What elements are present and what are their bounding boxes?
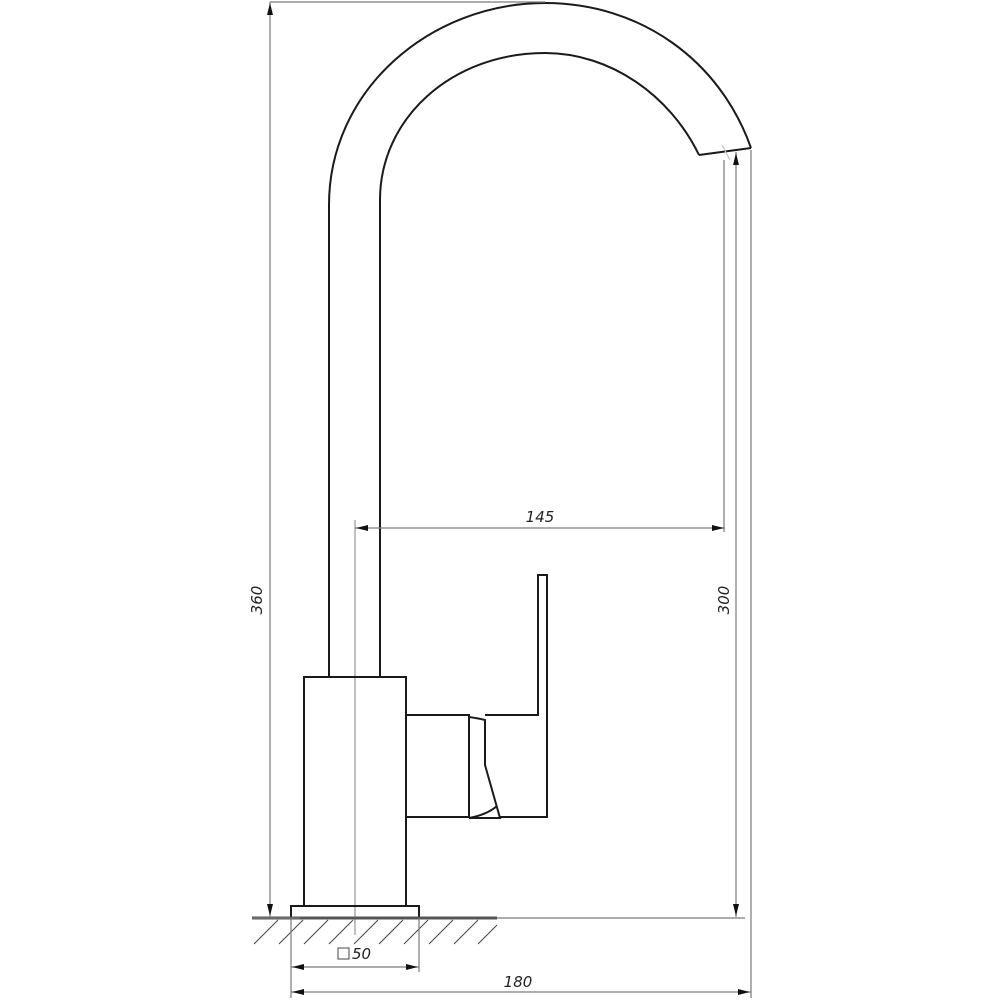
- dimension-spout-reach: 145: [355, 508, 725, 531]
- dim-label-180: 180: [504, 973, 533, 991]
- arrow-right-icon: [712, 525, 724, 531]
- dimension-base-square: 50: [290, 918, 420, 998]
- arrow-left-icon: [292, 964, 304, 970]
- dim-label-300: 300: [715, 586, 733, 615]
- dim-label-145: 145: [526, 508, 555, 526]
- dimension-overall-width: 180: [291, 973, 751, 995]
- arrow-right-icon: [406, 964, 418, 970]
- surface-hatching: [253, 919, 498, 945]
- lever-handle: [485, 574, 548, 818]
- arrow-down-icon: [733, 904, 739, 916]
- square-symbol-icon: [337, 947, 350, 960]
- cartridge-collar: [468, 716, 502, 819]
- dimension-outlet-height: 300: [497, 144, 752, 998]
- cartridge-housing: [405, 714, 470, 818]
- dim-label-360: 360: [248, 586, 266, 615]
- dimension-overall-height: 360: [248, 1, 545, 919]
- spout: [328, 1, 752, 678]
- arrow-left-icon: [292, 989, 304, 995]
- handle-assembly: [405, 574, 548, 819]
- spout-inner-contour: [379, 51, 700, 678]
- spout-outer-contour: [328, 1, 752, 678]
- arrow-right-icon: [738, 989, 750, 995]
- arrow-up-icon: [267, 3, 273, 15]
- arrow-left-icon: [356, 525, 368, 531]
- arrow-down-icon: [267, 904, 273, 916]
- dim-label-50: 50: [352, 945, 371, 963]
- arrow-up-icon: [733, 153, 739, 165]
